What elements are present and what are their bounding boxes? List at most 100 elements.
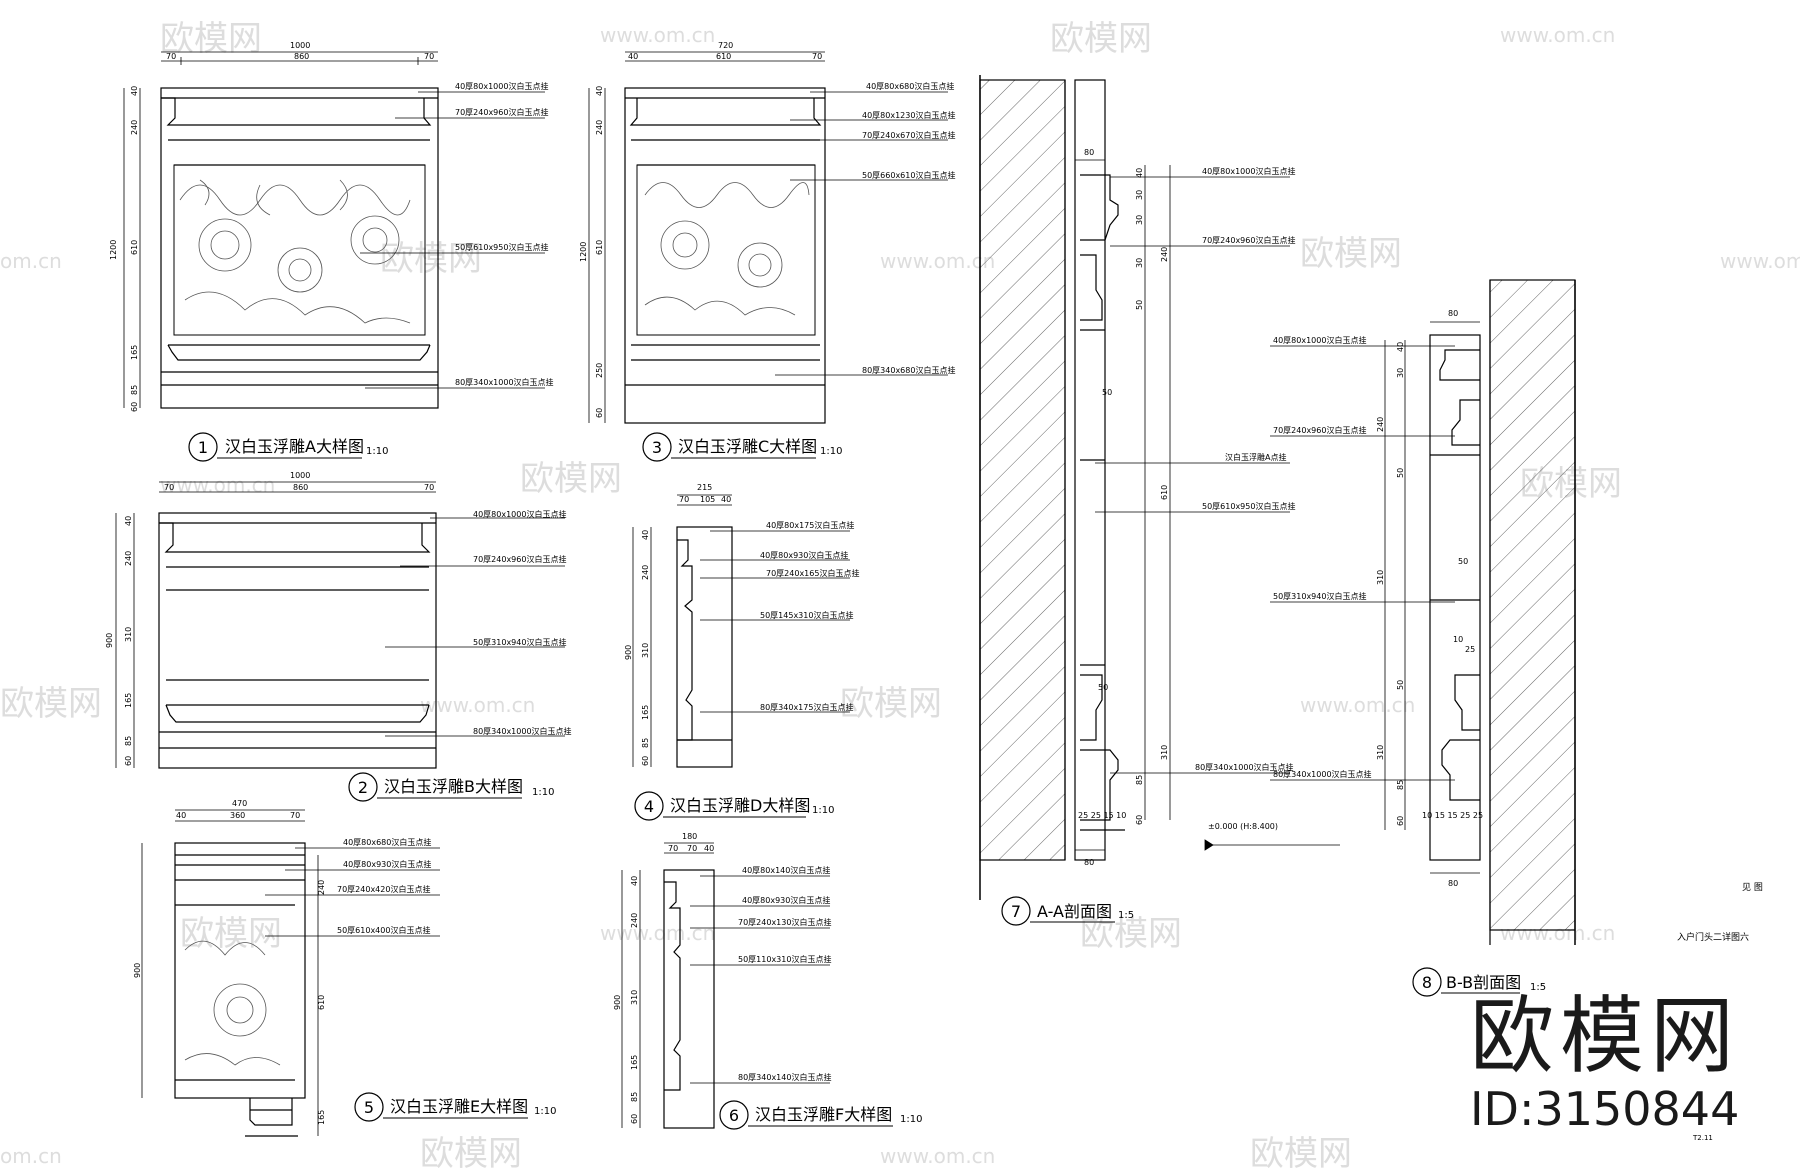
- dim-g-s1: 50: [1102, 388, 1112, 397]
- label-d-1: 40厚80x930汉白玉点挂: [760, 550, 848, 560]
- detail-b-dimensions: [115, 481, 436, 768]
- dim-d-right: 40: [721, 495, 731, 504]
- svg-text:www.om.cn: www.om.cn: [600, 921, 715, 945]
- callout-a-number: 1: [198, 438, 208, 457]
- callout-h-title: B-B剖面图: [1446, 973, 1521, 992]
- section-bb-dimensions: [1384, 321, 1480, 874]
- detail-e-elevation: [174, 842, 306, 1137]
- label-f-0: 40厚80x140汉白玉点挂: [742, 865, 830, 875]
- label-d-2: 70厚240x165汉白玉点挂: [766, 568, 859, 578]
- section-bb-leaders: [1270, 345, 1455, 781]
- note-see: 见 图: [1742, 882, 1763, 893]
- dim-e-total: 470: [232, 799, 247, 808]
- label-c-2: 70厚240x670汉白玉点挂: [862, 130, 955, 140]
- section-aa-labels: 40厚80x1000汉白玉点挂 70厚240x960汉白玉点挂 汉白玉浮雕A点挂…: [1195, 166, 1295, 772]
- dim-g-r10: 60: [1135, 815, 1144, 825]
- label-b-3: 80厚340x1000汉白玉点挂: [473, 726, 572, 736]
- dim-a-r6: 60: [130, 402, 139, 412]
- dim-d-r1: 40: [641, 530, 650, 540]
- dim-h-r5: 310: [1376, 570, 1385, 585]
- label-h-0: 40厚80x1000汉白玉点挂: [1273, 335, 1366, 345]
- dim-f-left: 70: [668, 844, 678, 853]
- detail-b-elevation: [158, 512, 437, 769]
- label-e-2: 70厚240x420汉白玉点挂: [337, 884, 430, 894]
- dim-f-r6: 60: [630, 1114, 639, 1124]
- svg-text:www.om.cn: www.om.cn: [1500, 23, 1615, 47]
- dim-g-r6: 610: [1160, 485, 1169, 500]
- dim-b-right: 70: [424, 483, 434, 492]
- dim-h-s1: 50: [1458, 557, 1468, 566]
- detail-e-relief-pattern: [184, 940, 281, 1066]
- detail-e-leaders: [265, 847, 440, 937]
- dim-h-s3: 25: [1465, 645, 1475, 654]
- dim-b-r6: 60: [124, 756, 133, 766]
- dim-c-total: 720: [718, 41, 733, 50]
- dim-c-r4: 250: [595, 363, 604, 378]
- detail-a-leaders: [360, 91, 545, 389]
- svg-text:www.om.cn: www.om.cn: [600, 23, 715, 47]
- dim-h-r8: 85: [1396, 780, 1405, 790]
- dim-d-r4: 165: [641, 705, 650, 720]
- svg-text:欧模网: 欧模网: [520, 459, 622, 499]
- detail-d-elevation: [676, 526, 733, 768]
- callout-a: 1 汉白玉浮雕A大样图 1:10: [188, 432, 388, 462]
- note-detail: 入户门头二详图六: [1677, 931, 1749, 943]
- callout-a-scale: 1:10: [366, 446, 388, 457]
- detail-d-dim-text: 215 70 105 40 900 40 240 310 165 85 60: [624, 483, 731, 766]
- detail-c-labels: 40厚80x680汉白玉点挂 40厚80x1230汉白玉点挂 70厚240x67…: [862, 81, 955, 375]
- detail-a-relief-pattern: [179, 179, 411, 324]
- dim-b-r1: 40: [124, 516, 133, 526]
- svg-text:欧模网: 欧模网: [180, 914, 282, 954]
- watermark-id: ID:3150844: [1469, 1082, 1740, 1136]
- dim-b-total: 1000: [290, 471, 310, 480]
- dim-g-r7: 50: [1135, 300, 1144, 310]
- dim-h-r7: 310: [1376, 745, 1385, 760]
- svg-text:www.om.cn: www.om.cn: [160, 473, 275, 497]
- detail-e-dimensions: [141, 809, 319, 1136]
- sheet-notes: 见 图 入户门头二详图六 T2.11: [1677, 882, 1763, 1142]
- label-a-2: 50厚610x950汉白玉点挂: [455, 242, 548, 252]
- label-f-2: 70厚240x130汉白玉点挂: [738, 917, 831, 927]
- callout-e-scale: 1:10: [534, 1106, 556, 1117]
- callout-a-title: 汉白玉浮雕A大样图: [225, 437, 364, 456]
- dim-a-left: 70: [166, 52, 176, 61]
- dim-c-left: 40: [628, 52, 638, 61]
- dim-a-r4: 165: [130, 345, 139, 360]
- dim-g-r2: 30: [1135, 190, 1144, 200]
- section-aa-profile: [1074, 79, 1125, 861]
- dim-d-height: 900: [624, 645, 633, 660]
- dim-d-r2: 240: [641, 565, 650, 580]
- dim-d-mid: 105: [700, 495, 715, 504]
- svg-text:欧模网: 欧模网: [1080, 914, 1182, 954]
- dim-e-r3: 165: [317, 1110, 326, 1125]
- svg-text:www.om.cn: www.om.cn: [420, 693, 535, 717]
- dim-a-r1: 40: [130, 86, 139, 96]
- detail-d-leaders: [700, 530, 850, 713]
- dim-b-left: 70: [164, 483, 174, 492]
- label-d-4: 80厚340x175汉白玉点挂: [760, 702, 853, 712]
- callout-d-scale: 1:10: [812, 805, 834, 816]
- label-f-3: 50厚110x310汉白玉点挂: [738, 954, 831, 964]
- section-bb-labels: 40厚80x1000汉白玉点挂 70厚240x960汉白玉点挂 50厚310x9…: [1273, 335, 1372, 779]
- detail-f-leaders: [690, 875, 830, 1084]
- dim-a-r3: 610: [130, 240, 139, 255]
- dim-g-r8: 310: [1160, 745, 1169, 760]
- dim-g-r3: 30: [1135, 215, 1144, 225]
- detail-d-dimensions: [632, 494, 732, 767]
- dim-f-r5: 85: [630, 1092, 639, 1102]
- detail-c-dimensions: [588, 51, 825, 423]
- detail-f-dim-text: 180 70 70 40 900 40 240 310 165 85 60: [613, 832, 714, 1124]
- label-f-1: 40厚80x930汉白玉点挂: [742, 895, 830, 905]
- svg-text:欧模网: 欧模网: [1300, 234, 1402, 274]
- detail-a-dim-text: 1000 70 860 70 1200 40 240 610 165 85 60: [109, 41, 434, 412]
- label-c-1: 40厚80x1230汉白玉点挂: [862, 110, 955, 120]
- dim-h-r9: 60: [1396, 816, 1405, 826]
- section-aa-leaders: [1095, 176, 1290, 774]
- svg-text:www.om.cn: www.om.cn: [880, 1144, 995, 1168]
- dim-g-wall: 80: [1084, 148, 1094, 157]
- callout-h-scale: 1:5: [1530, 982, 1546, 993]
- svg-text:www.om.cn: www.om.cn: [1300, 693, 1415, 717]
- label-c-4: 80厚340x680汉白玉点挂: [862, 365, 955, 375]
- detail-a-elevation: [160, 87, 439, 409]
- dim-c-r5: 60: [595, 408, 604, 418]
